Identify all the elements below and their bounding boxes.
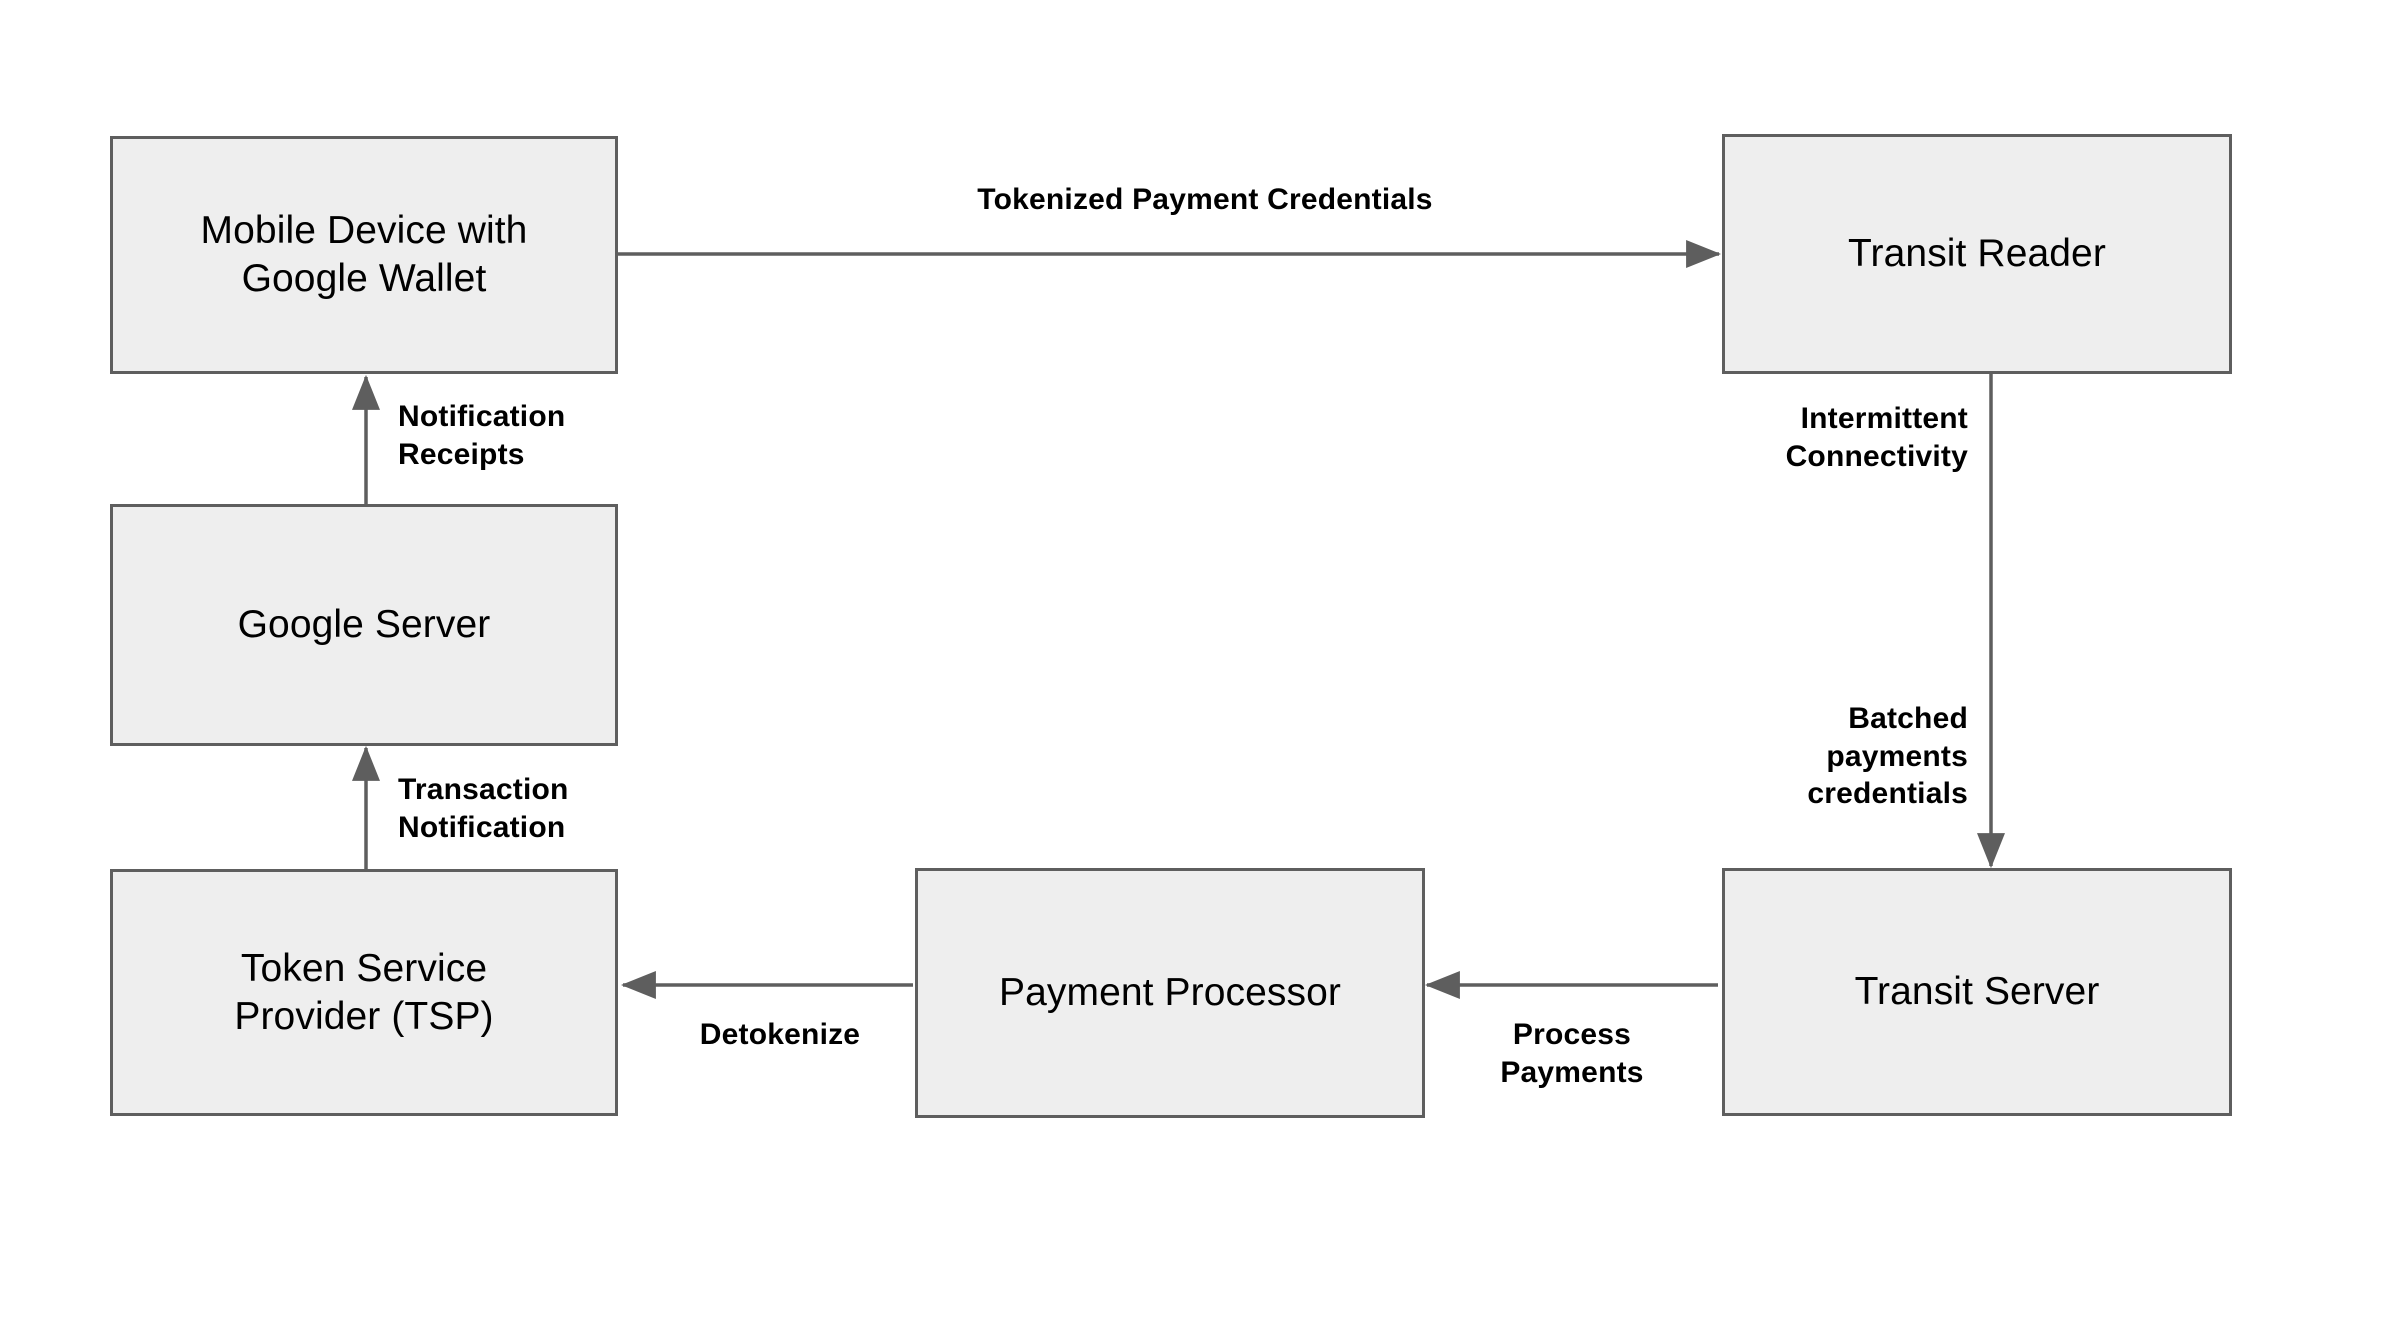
edge-label-detokenize: Detokenize [699,1018,861,1051]
node-transit-reader[interactable]: Transit Reader [1722,134,2232,374]
node-payment-processor[interactable]: Payment Processor [915,868,1425,1118]
edge-label-tokenized-payment-credentials: Tokenized Payment Credentials [977,183,1433,216]
node-payment-processor-label: Payment Processor [999,971,1341,1015]
node-transit-reader-label: Transit Reader [1848,232,2106,276]
edge-label-process-payments: Process Payments [1500,1018,1644,1089]
edge-label-batched-payments-credentials: Batched payments credentials [1807,702,1968,810]
node-token-service-provider[interactable]: Token Service Provider (TSP) [110,869,618,1116]
node-google-server-label: Google Server [237,603,491,647]
node-google-server[interactable]: Google Server [110,504,618,746]
node-transit-server[interactable]: Transit Server [1722,868,2232,1116]
node-mobile-device[interactable]: Mobile Device with Google Wallet [110,136,618,374]
node-transit-server-label: Transit Server [1854,970,2100,1014]
edge-label-intermittent-connectivity: Intermittent Connectivity [1785,402,1968,473]
node-token-service-provider-label: Token Service Provider (TSP) [234,946,494,1038]
edge-label-notification-receipts: Notification Receipts [398,400,566,471]
edge-label-transaction-notification: Transaction Notification [398,773,569,844]
node-mobile-device-label: Mobile Device with Google Wallet [200,209,528,300]
